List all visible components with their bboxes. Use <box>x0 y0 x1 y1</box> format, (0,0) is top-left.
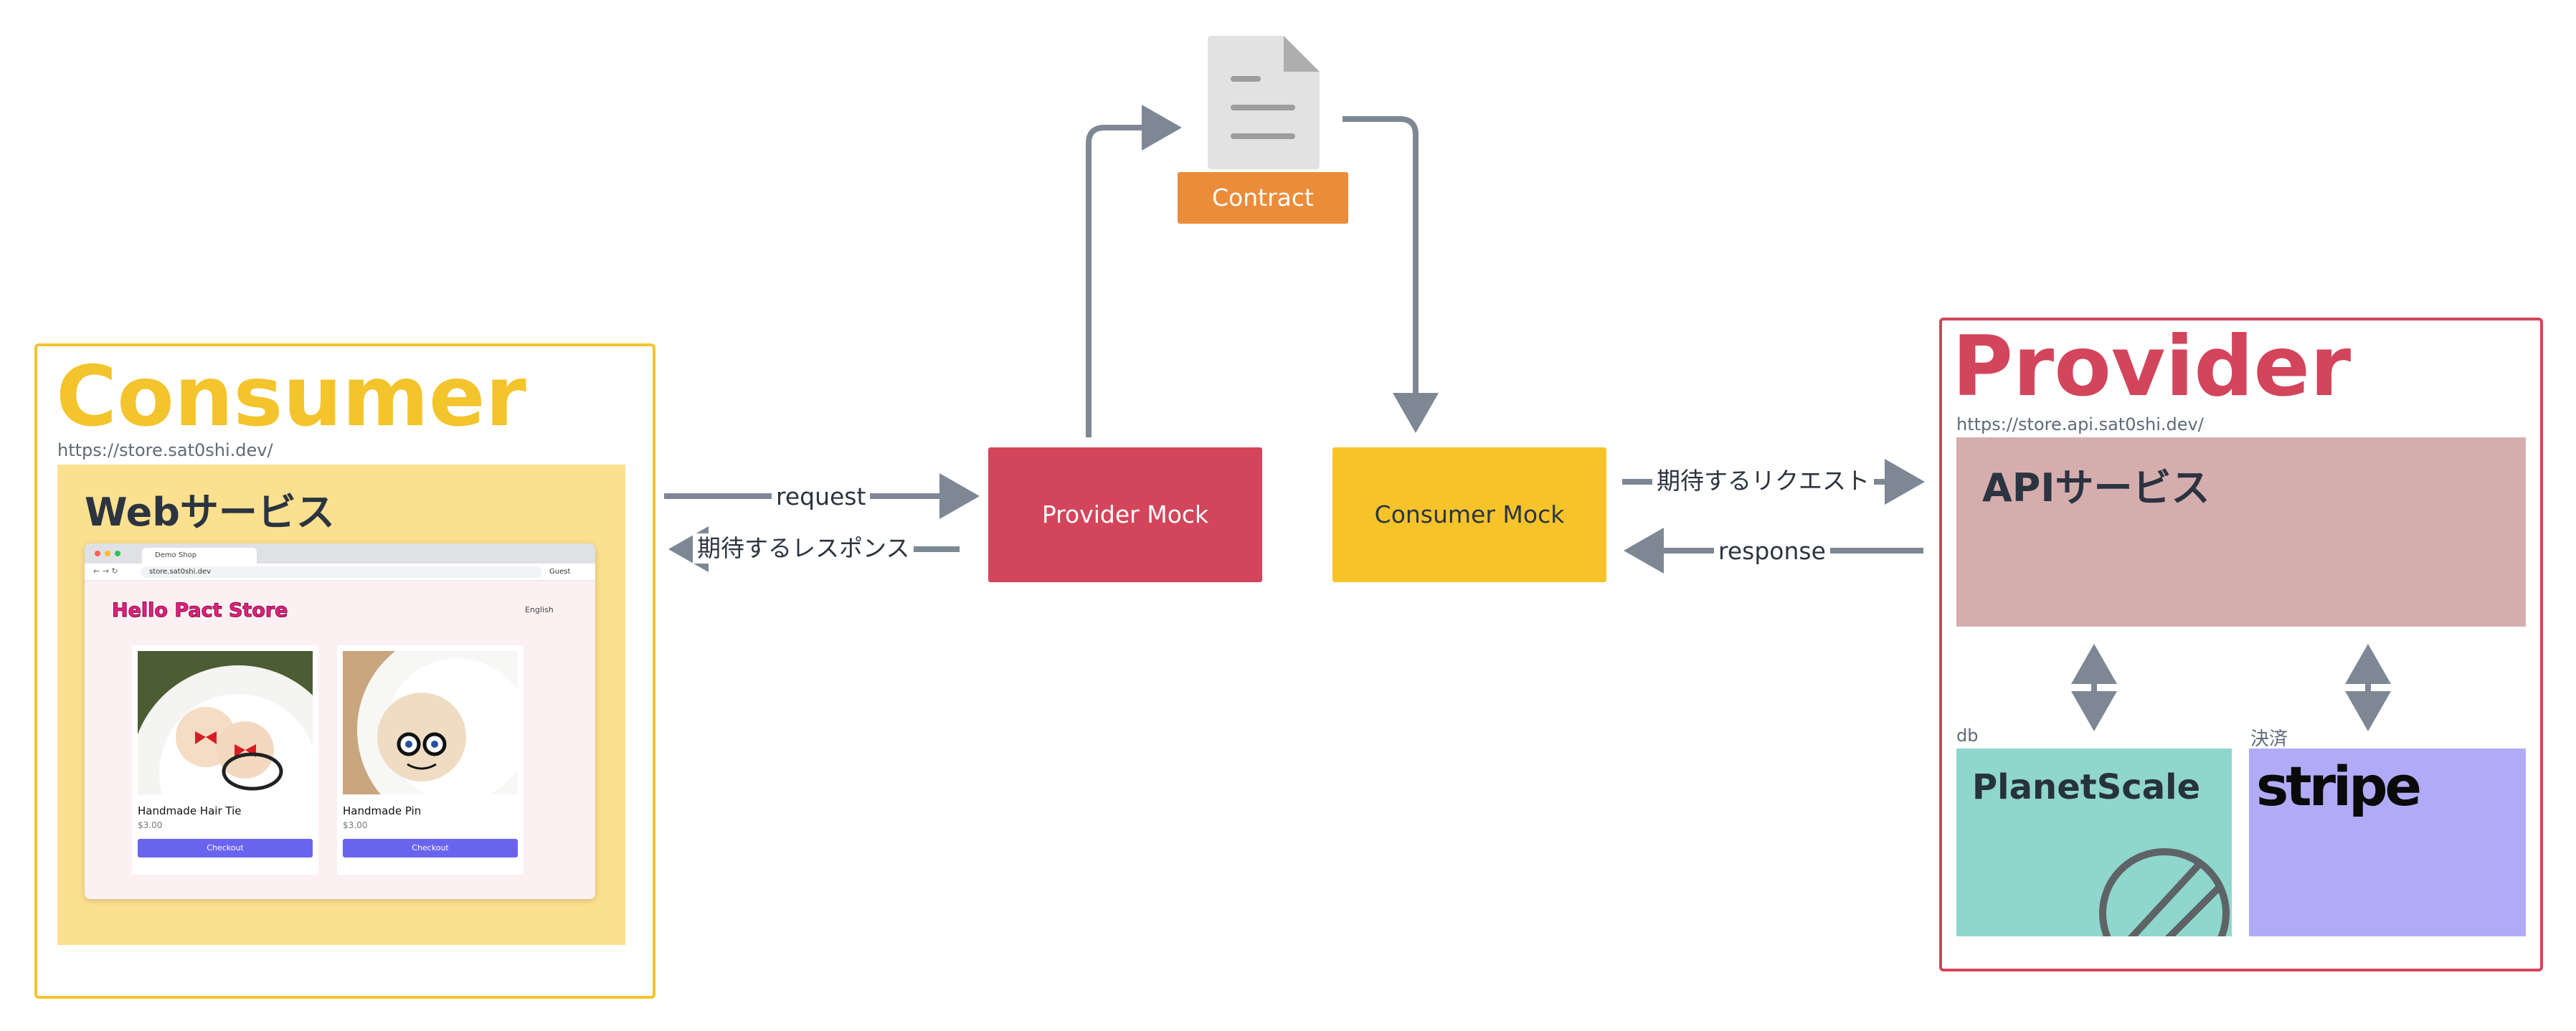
payment-label: 決済 <box>2250 728 2288 750</box>
product-card: Handmade Hair Tie $3.00 Checkout <box>132 645 318 875</box>
checkout-button: Checkout <box>138 839 313 857</box>
language-select: English <box>525 605 554 614</box>
stripe-wordmark: stripe <box>2256 754 2422 818</box>
close-dot-icon <box>95 551 100 556</box>
document-icon <box>1208 36 1320 169</box>
product-price: $3.00 <box>138 820 163 830</box>
hair-tie-photo <box>138 651 313 794</box>
api-service-title: APIサービス <box>1982 465 2210 510</box>
web-service-title: Webサービス <box>85 490 335 535</box>
minimize-dot-icon <box>105 551 110 556</box>
product-price: $3.00 <box>343 820 368 830</box>
pin-photo <box>343 651 518 794</box>
product-card: Handmade Pin $3.00 Checkout <box>337 645 524 875</box>
provider-mock-box: Provider Mock <box>988 447 1262 582</box>
guest-profile: Guest <box>549 568 571 576</box>
contract-label: Contract <box>1178 172 1348 224</box>
consumer-mock-box: Consumer Mock <box>1332 447 1606 582</box>
api-service-box <box>1956 437 2526 627</box>
browser-url-bar: ← → ↻ store.sat0shi.dev Guest <box>85 564 595 581</box>
provider-title: Provider <box>1952 318 2352 415</box>
db-label: db <box>1956 726 1979 746</box>
expected-request-label: 期待するリクエスト <box>1652 466 1874 496</box>
planetscale-logo-icon <box>2099 848 2230 936</box>
stripe-box <box>2249 749 2526 936</box>
response-label: response <box>1714 536 1830 566</box>
browser-tab: Demo Shop <box>142 548 257 564</box>
browser-screenshot: Demo Shop ← → ↻ store.sat0shi.dev Guest … <box>85 543 595 899</box>
consumer-title: Consumer <box>56 348 526 445</box>
request-label: request <box>772 482 871 512</box>
browser-tab-bar: Demo Shop <box>85 543 595 564</box>
expected-response-label: 期待するレスポンス <box>693 533 914 564</box>
consumer-url: https://store.sat0shi.dev/ <box>57 440 273 460</box>
store-page: Hello Pact Store English Handmade Hair T… <box>85 581 595 899</box>
product-name: Handmade Hair Tie <box>138 804 242 817</box>
product-name: Handmade Pin <box>343 804 422 817</box>
planetscale-box <box>1956 749 2232 936</box>
consumer-group-frame <box>34 343 655 999</box>
nav-arrows-icon: ← → ↻ <box>93 566 118 576</box>
planetscale-wordmark: PlanetScale <box>1972 767 2201 807</box>
checkout-button: Checkout <box>343 839 518 857</box>
contract-to-consumer-mock-arrow <box>1343 116 1439 433</box>
provider-group-frame <box>1939 318 2543 971</box>
provider-url: https://store.api.sat0shi.dev/ <box>1956 414 2204 434</box>
maximize-dot-icon <box>115 551 120 556</box>
address-field: store.sat0shi.dev <box>141 566 542 578</box>
store-title: Hello Pact Store <box>112 599 288 622</box>
provider-mock-to-contract-arrow <box>1086 105 1182 437</box>
